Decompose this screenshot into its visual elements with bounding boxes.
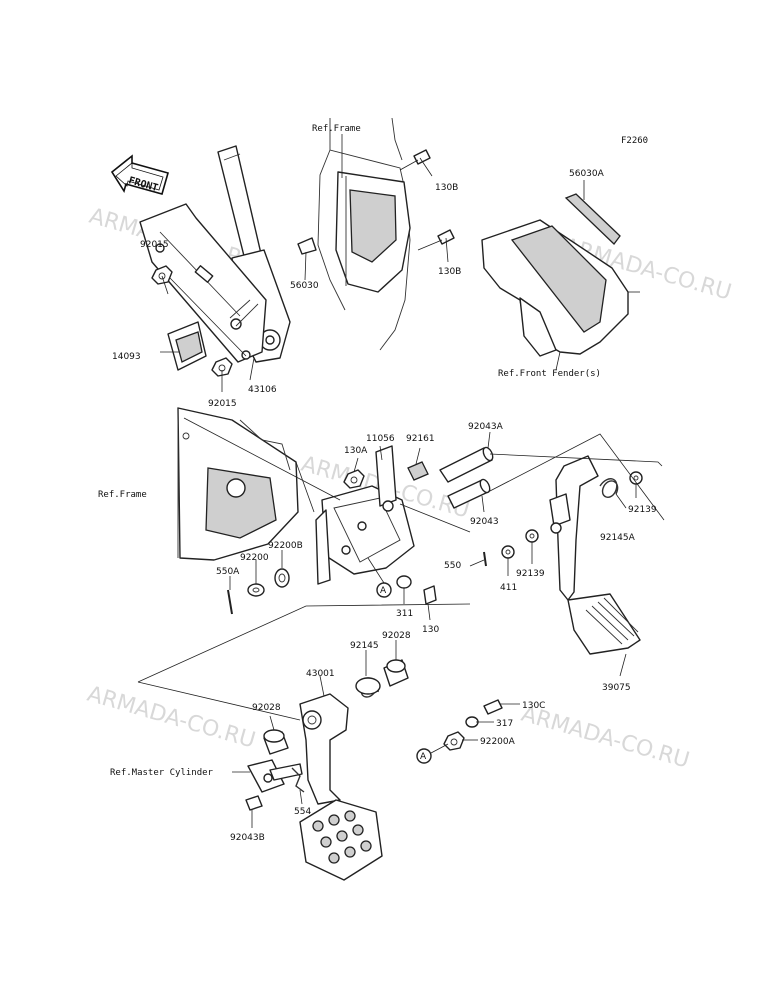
decal-56030A [564, 193, 621, 245]
washer-92139-top [629, 471, 643, 485]
bolt-130B-lower [417, 229, 455, 251]
brake-pedal-pad-studs [312, 810, 372, 864]
label-92015-top: 92015 [140, 240, 169, 250]
watermark-5: ARMADA-CO.RU [518, 702, 692, 774]
label-43106: 43106 [248, 385, 277, 395]
label-92043A: 92043A [468, 422, 504, 432]
label-550A: 550A [216, 567, 240, 577]
label-92139-mid: 92139 [516, 569, 545, 579]
brake-pedal-43001 [299, 693, 383, 881]
clip-56030 [297, 237, 317, 255]
label-11056: 11056 [366, 434, 395, 444]
label-92200B: 92200B [268, 541, 303, 551]
ref-frame-top-label: Ref.Frame [312, 124, 361, 134]
label-554: 554 [294, 807, 311, 817]
callout-a-upper: A [367, 557, 392, 598]
nut-130A [343, 469, 365, 489]
ref-frame-left [177, 407, 299, 561]
bushing-92028-upper [383, 659, 409, 687]
nut-92015-bottom [211, 357, 233, 377]
spring-92145 [355, 677, 381, 698]
pin-550 [483, 551, 487, 567]
figure-code: F2260 [621, 136, 648, 146]
label-92139-top: 92139 [628, 505, 657, 515]
callout-a-lower: A [416, 743, 449, 764]
label-550: 550 [444, 561, 461, 571]
label-56030: 56030 [290, 281, 319, 291]
top-leaders [160, 134, 449, 392]
ref-frame-left-label: Ref.Frame [98, 490, 147, 500]
bushing-92028-lower [263, 729, 289, 755]
watermark-4: ARMADA-CO.RU [84, 682, 258, 754]
ref-frame-top [317, 117, 411, 351]
master-cylinder-clevis [247, 759, 303, 793]
nut-92015-top [151, 265, 173, 285]
label-92043: 92043 [470, 517, 499, 527]
ref-front-fender-label: Ref.Front Fender(s) [498, 369, 601, 379]
callout-a-upper-letter: A [380, 586, 387, 596]
label-39075: 39075 [602, 683, 631, 693]
label-130C: 130C [522, 701, 545, 711]
bottom-guide-box [137, 603, 471, 721]
label-92043B: 92043B [230, 833, 265, 843]
label-92028-lower: 92028 [252, 703, 281, 713]
accelerator-pedal-39075 [549, 455, 641, 655]
shaft-92043A [439, 446, 494, 483]
label-92200: 92200 [240, 553, 269, 563]
label-411: 411 [500, 583, 517, 593]
front-arrow-icon: FRONT [110, 154, 169, 195]
middle-leaders [183, 417, 665, 677]
label-92200A: 92200A [480, 737, 516, 747]
washer-411 [501, 545, 515, 559]
bottom-leaders [232, 640, 520, 828]
washer-92200 [247, 583, 265, 597]
pedal-bracket-11056 [315, 445, 415, 585]
bushing-92200B [274, 568, 290, 588]
clip-554 [291, 767, 305, 793]
nut-92200A [443, 731, 465, 751]
cover-14093 [167, 321, 207, 371]
label-317: 317 [496, 719, 513, 729]
label-92145A: 92145A [600, 533, 636, 543]
bolt-130C [483, 699, 503, 715]
label-56030A: 56030A [569, 169, 605, 179]
label-92161: 92161 [406, 434, 435, 444]
collar-311 [396, 575, 412, 589]
label-130B-lower: 130B [438, 267, 461, 277]
bolt-130 [423, 585, 437, 605]
parking-brake-lever [139, 145, 291, 363]
ref-labels: Ref.Frame Ref.Frame Ref.Front Fender(s) … [98, 124, 601, 778]
front-fender [481, 219, 640, 357]
bolt-130B-upper [399, 149, 431, 171]
leader-fender [555, 351, 561, 371]
label-130B-upper: 130B [435, 183, 458, 193]
label-130A: 130A [344, 446, 368, 456]
pad-92161 [407, 461, 429, 481]
part-number-labels: 130B 130B 56030A 56030 92015 14093 92015… [112, 169, 657, 843]
ref-master-cylinder-label: Ref.Master Cylinder [110, 768, 214, 778]
washer-92139-mid [525, 529, 539, 543]
label-92145: 92145 [350, 641, 379, 651]
pin-92043B [245, 795, 263, 811]
label-92015-bottom: 92015 [208, 399, 237, 409]
label-311: 311 [396, 609, 413, 619]
spring-92145A [599, 478, 627, 509]
label-92028-upper: 92028 [382, 631, 411, 641]
label-130: 130 [422, 625, 439, 635]
label-43001: 43001 [306, 669, 335, 679]
callout-a-lower-letter: A [420, 752, 427, 762]
pin-550A [227, 589, 233, 615]
label-14093: 14093 [112, 352, 141, 362]
